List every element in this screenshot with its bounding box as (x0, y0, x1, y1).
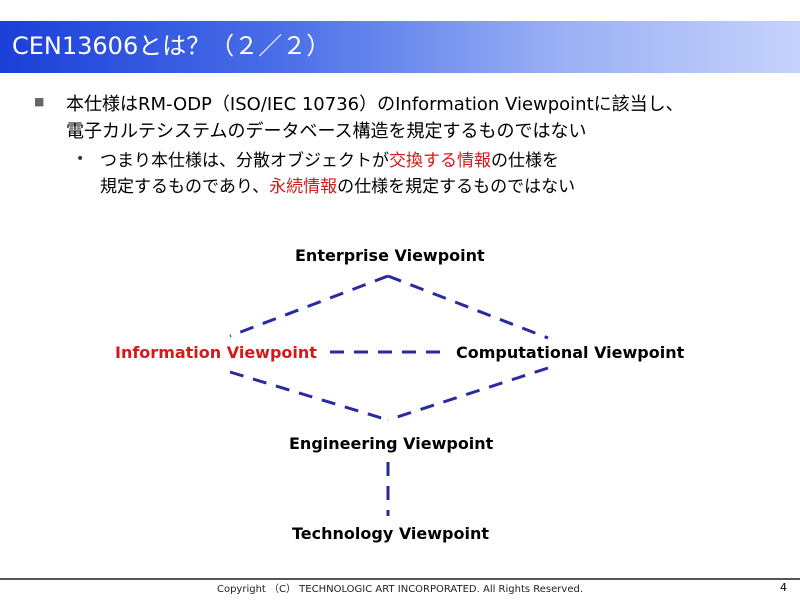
highlight-exchanged-info: 交換する情報 (389, 151, 491, 171)
connector-enterprise-computational (387, 274, 549, 340)
slide-title: CEN13606とは？（２／２） (12, 32, 331, 60)
bullet-text-line2: 電子カルテシステムのデータベース構造を規定するものではない (66, 121, 587, 142)
highlight-persistent-info: 永続情報 (269, 177, 338, 197)
sub-text: の仕様を規定するものではない (337, 177, 576, 197)
sub-text: の仕様を (491, 151, 559, 171)
footer-divider (0, 578, 800, 580)
sub-text: つまり本仕様は、分散オブジェクトが (100, 151, 389, 171)
sub-bullet-line2: 規定するものであり、永続情報の仕様を規定するものではない (100, 175, 575, 199)
page-number: 4 (780, 581, 787, 594)
square-bullet-icon: ■ (34, 95, 45, 108)
title-bar: CEN13606とは？（２／２） (0, 21, 800, 73)
dot-bullet-icon: • (76, 151, 85, 167)
enterprise-viewpoint-label: Enterprise Viewpoint (295, 246, 485, 265)
engineering-viewpoint-label: Engineering Viewpoint (289, 434, 494, 453)
bullet-text-line1: 本仕様はRM-ODP（ISO/IEC 10736）のInformation Vi… (66, 94, 684, 115)
sub-bullet-line1: つまり本仕様は、分散オブジェクトが交換する情報の仕様を (100, 149, 559, 173)
information-viewpoint-label: Information Viewpoint (115, 343, 317, 362)
sub-text: 規定するものであり、 (100, 177, 270, 197)
connector-information-engineering (229, 370, 389, 422)
connector-computational-engineering (387, 366, 549, 422)
connector-enterprise-information (229, 274, 389, 338)
technology-viewpoint-label: Technology Viewpoint (292, 524, 490, 543)
computational-viewpoint-label: Computational Viewpoint (456, 343, 685, 362)
copyright-text: Copyright （C） TECHNOLOGIC ART INCORPORAT… (216, 584, 584, 595)
